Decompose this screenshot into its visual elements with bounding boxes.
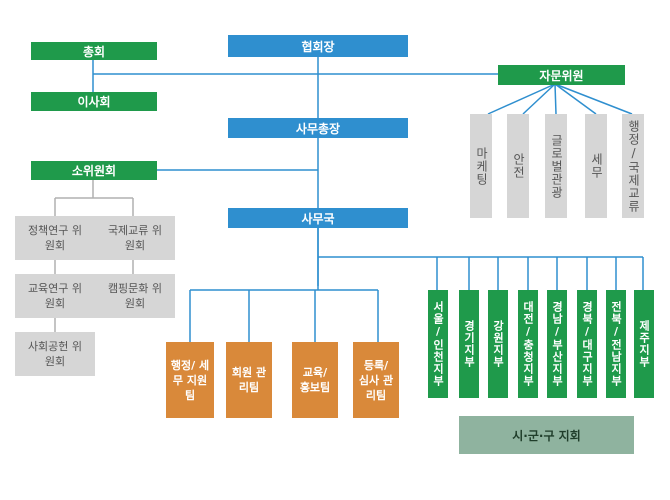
branch-box: 경남/부산지부 [547,290,567,398]
branch-box: 서울/인천지부 [428,290,448,398]
branch-box: 경북/대구지부 [577,290,597,398]
president-box: 협회장 [228,35,408,57]
team-box: 등록/ 심사 관리팀 [353,342,399,418]
secretariat-box: 사무국 [228,208,408,228]
advisory-item: 글로벌관광 [545,114,567,218]
secretary-general-label: 사무총장 [295,121,341,136]
committee-box: 정책연구 위원회 [15,216,95,260]
branch-box: 전북/전남지부 [606,290,626,398]
local-chapter-box: 시·군·구 지회 [459,416,634,454]
team-box: 행정/ 세무 지원팀 [166,342,214,418]
board-label: 이사회 [77,95,111,109]
board-box: 이사회 [31,92,157,111]
secretariat-label: 사무국 [301,211,335,226]
committee-box: 교육연구 위원회 [15,274,95,318]
committee-box: 국제교류 위원회 [95,216,175,260]
local-chapter-label: 시·군·구 지회 [512,428,581,443]
team-box: 회원 관리팀 [226,342,272,418]
committee-box: 캠핑문화 위원회 [95,274,175,318]
president-label: 협회장 [301,39,335,54]
branch-box: 대전/충청지부 [518,290,538,398]
branch-box: 경기지부 [459,290,479,398]
general-meeting-label: 총회 [82,44,106,59]
advisory-box: 자문위원 [498,65,625,85]
advisory-item: 마케팅 [470,114,492,218]
subcommittee-label: 소위원회 [71,164,117,178]
general-meeting-box: 총회 [31,42,157,60]
advisory-item: 안전 [507,114,529,218]
branch-box: 강원지부 [488,290,508,398]
advisory-label: 자문위원 [539,68,584,83]
advisory-item: 행정/국제교류 [622,114,644,218]
team-box: 교육/ 홍보팀 [292,342,338,418]
committee-box: 사회공헌 위원회 [15,332,95,376]
advisory-item: 세무 [585,114,607,218]
branch-box: 제주지부 [634,290,654,398]
secretary-general-box: 사무총장 [228,118,408,138]
subcommittee-box: 소위원회 [31,161,157,180]
